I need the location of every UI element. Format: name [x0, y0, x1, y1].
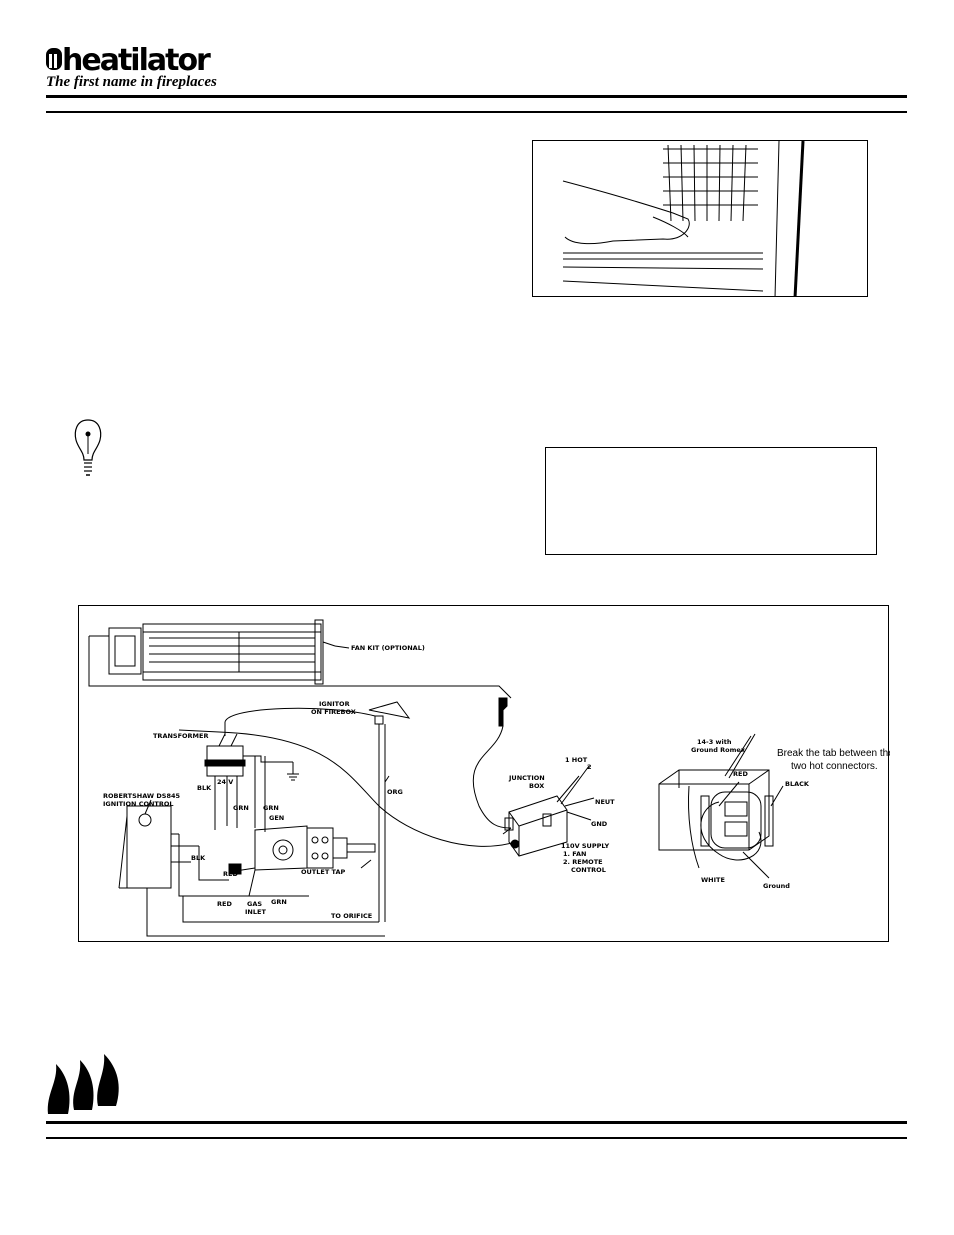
label-gnd: GND [591, 820, 608, 828]
hand-grate-illustration [532, 140, 868, 297]
label-neut: NEUT [595, 798, 615, 806]
lightbulb-icon [74, 419, 102, 476]
label-red-wire: RED [733, 770, 748, 778]
ignitor-drawing [368, 701, 411, 922]
label-gas-inlet-2: INLET [245, 908, 266, 916]
label-supply-1: 110V SUPPLY [561, 842, 609, 850]
label-org: ORG [387, 788, 403, 796]
label-ignition-1: ROBERTSHAW DS845 [103, 792, 180, 800]
label-grn-2: GRN [263, 804, 279, 812]
label-junction-1: JUNCTION [508, 774, 545, 782]
label-transformer: TRANSFORMER [153, 732, 208, 740]
label-outlet-tap: OUTLET TAP [301, 868, 345, 876]
label-gas-inlet-1: GAS [247, 900, 262, 908]
label-grn-1: GRN [233, 804, 249, 812]
flame-logo-icon [47, 1054, 119, 1114]
label-romex-1: 14-3 with [697, 738, 732, 746]
heatilator-logo: heatilator [46, 43, 213, 76]
junction-box-drawing [178, 729, 595, 857]
label-blk-2: BLK [191, 854, 206, 862]
ignition-control-drawing [118, 805, 385, 937]
tagline: The first name in fireplaces [46, 74, 217, 90]
footer-rule-thin [46, 1137, 907, 1139]
transformer-drawing [204, 707, 376, 832]
header-rule [46, 95, 907, 98]
wiring-diagram: FAN KIT (OPTIONAL) IGNITOR ON FIREBOX TR… [78, 605, 894, 942]
label-black-wire: BLACK [785, 780, 810, 788]
outlet-detail-drawing [658, 733, 784, 879]
break-tab-note-2: two hot connectors. [791, 761, 878, 772]
label-red-1: RED [223, 870, 238, 878]
label-hot-1: 1 HOT [565, 756, 588, 764]
break-tab-note-1: Break the tab between the [777, 748, 890, 759]
label-romex-2: Ground Romex [691, 746, 746, 754]
label-ignitor-1: IGNITOR [319, 700, 350, 708]
label-ignition-2: IGNITION CONTROL [103, 800, 174, 808]
note-box [545, 447, 877, 555]
label-gen: GEN [269, 814, 284, 822]
svg-text:heatilator: heatilator [62, 43, 211, 76]
label-red-2: RED [217, 900, 232, 908]
label-grn-3: GRN [271, 898, 287, 906]
label-white-wire: WHITE [701, 876, 725, 884]
label-blk: BLK [197, 784, 212, 792]
footer-rule [46, 1121, 907, 1124]
label-supply-3: 2. REMOTE [563, 858, 603, 866]
label-supply-2: 1. FAN [563, 850, 586, 858]
label-supply-4: CONTROL [571, 866, 606, 874]
header-rule-thin [46, 111, 907, 113]
label-fan-kit: FAN KIT (OPTIONAL) [351, 644, 425, 652]
label-junction-2: BOX [529, 782, 544, 790]
fan-kit-drawing [88, 619, 512, 699]
label-ignitor-2: ON FIREBOX [311, 708, 356, 716]
label-24v: 24 V [217, 778, 233, 786]
label-ground-wire: Ground [763, 882, 790, 890]
gas-valve-drawing [198, 825, 376, 897]
label-hot-2: 2 [587, 763, 592, 771]
label-to-orifice: TO ORIFICE [331, 912, 372, 920]
